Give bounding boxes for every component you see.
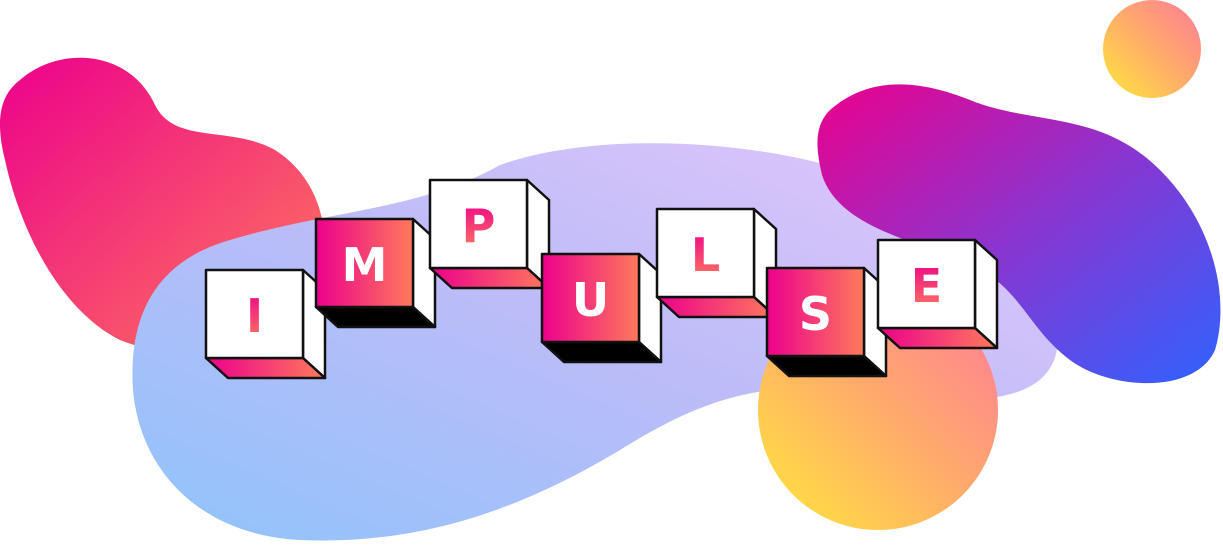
cube-bottom-face <box>876 326 999 350</box>
cube-front-face <box>655 207 756 299</box>
letter-cube-p: P <box>428 178 551 290</box>
cube-letter: E <box>911 259 942 313</box>
cube-front-face <box>204 268 305 360</box>
small-orange-circle <box>1103 0 1201 98</box>
letter-cubes: I M P U L S E <box>204 178 999 380</box>
letter-cube-u: U <box>540 252 663 364</box>
cube-bottom-face <box>765 354 888 378</box>
letter-cube-s: S <box>765 266 888 378</box>
cube-front-face <box>765 266 866 358</box>
cube-letter: L <box>691 228 720 282</box>
purple-blob <box>817 84 1221 384</box>
cube-front-face <box>428 178 529 270</box>
cube-bottom-face <box>428 266 551 290</box>
letter-cube-l: L <box>655 207 778 319</box>
cube-bottom-face <box>204 356 327 380</box>
cube-letter: S <box>799 287 832 341</box>
letter-cube-i: I <box>204 268 327 380</box>
letter-cube-m: M <box>314 217 437 329</box>
letter-cube-e: E <box>876 238 999 350</box>
cube-letter: U <box>572 273 609 327</box>
cube-bottom-face <box>655 295 778 319</box>
cube-letter: I <box>246 289 263 343</box>
cube-bottom-face <box>540 340 663 364</box>
cube-front-face <box>540 252 641 344</box>
cube-letter: M <box>342 238 388 292</box>
cube-letter: P <box>462 199 496 253</box>
cube-front-face <box>314 217 415 309</box>
cube-bottom-face <box>314 305 437 329</box>
cube-front-face <box>876 238 977 330</box>
